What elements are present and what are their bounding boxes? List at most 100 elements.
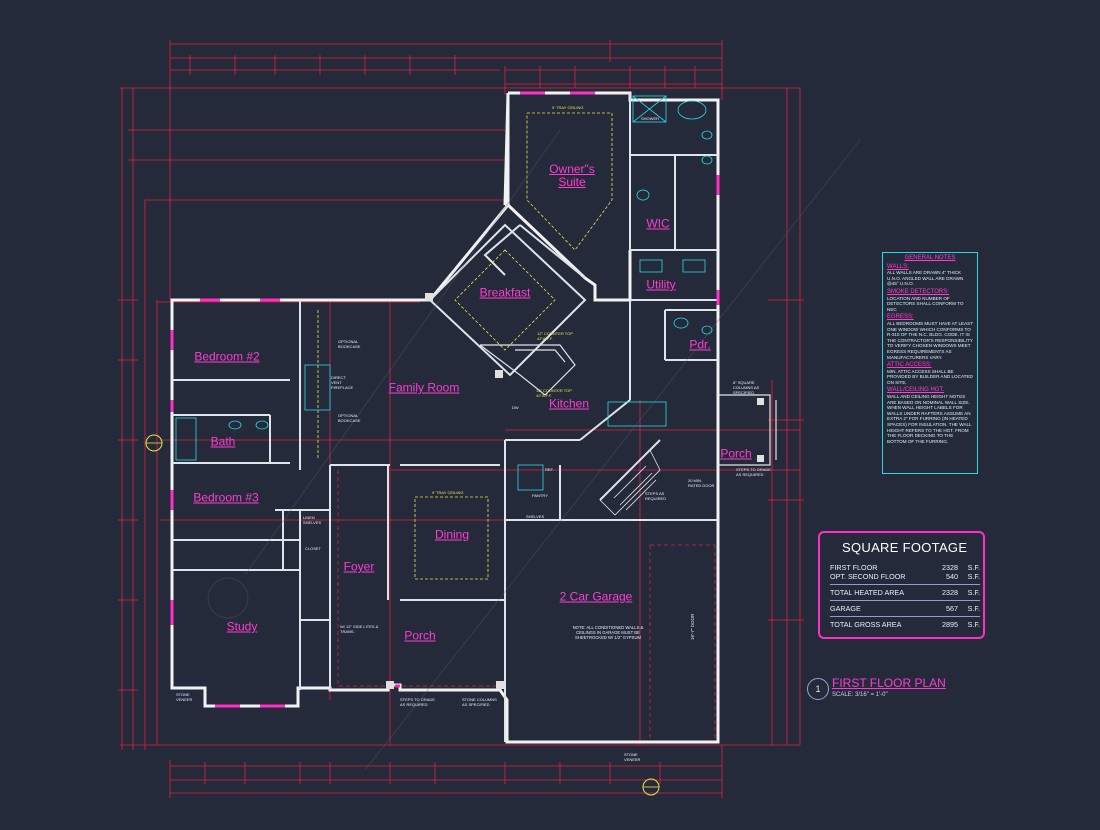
sqft-row-second-floor: OPT. SECOND FLOOR 540 S.F. <box>830 572 980 581</box>
room-label-family-room: Family Room <box>388 380 460 395</box>
annotation-optional-bookcase-1: OPTIONAL BOOKCASE <box>338 339 361 349</box>
annotation-steps-grade-right: STEPS TO GRADE AS REQUIRED <box>736 467 771 477</box>
notes-heading: ATTIC ACCESS: <box>887 362 932 369</box>
right-porch <box>718 394 777 466</box>
sqft-row-total-heated: TOTAL HEATED AREA 2328 S.F. <box>830 588 980 597</box>
porch-columns <box>386 293 764 689</box>
stairs <box>599 449 661 516</box>
sqft-divider <box>830 584 980 585</box>
room-label-bedroom-3: Bedroom #3 <box>193 490 259 505</box>
sqft-row-first-floor: FIRST FLOOR 2328 S.F. <box>830 563 980 572</box>
room-label-wic: WIC <box>646 216 670 231</box>
square-footage-title: SQUARE FOOTAGE <box>842 540 968 555</box>
sqft-unit: S.F. <box>967 563 980 572</box>
annotation-shelves: SHELVES <box>526 514 545 519</box>
sqft-unit: S.F. <box>967 588 980 597</box>
annotation-linen: LINEN SHELVES <box>303 515 322 525</box>
notes-heading: EGRESS: <box>887 314 914 321</box>
room-label-breakfast: Breakfast <box>479 285 531 300</box>
annotation-stone-veneer-garage: STONE VENEER <box>624 752 641 762</box>
notes-section-wall-ceiling: WALL/CEILING HGT. WALL AND CEILING HEIGH… <box>887 388 973 444</box>
sqft-value: 567 <box>946 604 958 613</box>
sqft-value: 540 <box>946 572 958 581</box>
sqft-row-garage: GARAGE 567 S.F. <box>830 604 980 613</box>
general-notes-panel: GENERAL NOTES WALLS: ALL WALLS ARE DRAWN… <box>882 252 978 474</box>
sqft-row-total-gross: TOTAL GROSS AREA 2895 S.F. <box>830 620 980 629</box>
notes-text: WALL AND CEILING HEIGHT NOTES ARE BASED … <box>887 394 972 444</box>
notes-text: ALL BEDROOMS MUST HAVE AT LEAST ONE WIND… <box>887 320 973 360</box>
sqft-label: OPT. SECOND FLOOR <box>830 572 906 581</box>
annotation-garage-note: NOTE: ALL CONDITIONED WALLS & CEILINGS I… <box>572 625 644 640</box>
exterior-walls <box>170 91 720 744</box>
room-label-porch-front: Porch <box>404 628 436 643</box>
section-marker-icon <box>145 434 163 452</box>
annotation-tray-ceiling-dining: 9' TRAY CEILING <box>432 490 464 495</box>
tray-ceilings <box>317 112 613 580</box>
room-label-kitchen: Kitchen <box>548 396 590 411</box>
annotation-fireplace: DIRECT VENT FIREPLACE <box>331 375 354 390</box>
dimension-lines <box>118 40 804 798</box>
square-footage-table: FIRST FLOOR 2328 S.F. OPT. SECOND FLOOR … <box>830 563 980 629</box>
square-footage-panel: SQUARE FOOTAGE FIRST FLOOR 2328 S.F. OPT… <box>818 531 985 639</box>
annotation-optional-bookcase-2: OPTIONAL BOOKCASE <box>338 413 361 423</box>
sqft-divider <box>830 616 980 617</box>
room-label-bath: Bath <box>210 434 236 449</box>
annotation-garage-door: 16'-7" DOOR <box>690 613 695 640</box>
annotation-steps-garage: STEPS AS REQUIRED <box>645 491 667 501</box>
notes-heading: SMOKE DETECTORS: <box>887 288 949 295</box>
room-label-utility: Utility <box>646 277 676 292</box>
sqft-unit: S.F. <box>967 620 980 629</box>
annotation-stone-veneer-left: STONE VENEER <box>176 692 193 702</box>
sqft-divider <box>830 600 980 601</box>
plan-scale: SCALE: 3/16" = 1'-0" <box>832 692 888 698</box>
annotation-ref: REF. <box>545 467 554 472</box>
notes-text: LOCATION AND NUMBER OF DETECTORS SHALL C… <box>887 295 964 312</box>
room-label-porch-right: Porch <box>720 446 752 461</box>
sqft-value: 2895 <box>942 620 958 629</box>
sqft-unit: S.F. <box>967 604 980 613</box>
plan-number-badge: 1 <box>807 678 829 700</box>
annotation-counter-top-2: 12" COUNTER TOP 42"A.F.F. <box>536 388 572 398</box>
annotation-rated-door: 20 MIN. RATED DOOR <box>688 478 715 488</box>
room-label-study: Study <box>226 619 258 634</box>
annotation-stone-columns: STONE COLUMNS AS SPECIFIED <box>462 697 497 707</box>
annotation-closet: CLOSET <box>305 546 322 551</box>
annotation-tub: TUB <box>705 97 713 102</box>
room-label-bedroom-2: Bedroom #2 <box>194 349 260 364</box>
notes-heading: WALL/CEILING HGT. <box>887 387 945 394</box>
annotation-tray-ceiling-suite: 9' TRAY CEILING <box>552 105 584 110</box>
notes-section-walls: WALLS: ALL WALLS ARE DRAWN 4" THICK U.N.… <box>887 263 973 287</box>
annotation-counter-top-1: 12" COUNTER TOP 42"A.F.F. <box>537 331 573 341</box>
annotation-shower: SHOWER <box>641 116 659 121</box>
sqft-label: TOTAL HEATED AREA <box>830 588 905 597</box>
notes-heading: WALLS: <box>887 263 909 270</box>
room-label-dining: Dining <box>434 527 470 542</box>
plan-title: FIRST FLOOR PLAN <box>832 676 946 690</box>
sqft-unit: S.F. <box>967 572 980 581</box>
sqft-value: 2328 <box>942 588 958 597</box>
notes-text: MIN. ATTIC ACCESS SHALL BE PROVIDED BY B… <box>887 368 973 385</box>
sqft-label: FIRST FLOOR <box>830 563 878 572</box>
annotation-dw: DW <box>512 405 519 410</box>
room-label-garage: 2 Car Garage <box>559 589 633 604</box>
annotation-pantry: PANTRY <box>532 493 548 498</box>
sqft-label: GARAGE <box>830 604 861 613</box>
room-label-owners-suite: Owner"s Suite <box>549 162 595 189</box>
notes-section-attic: ATTIC ACCESS: MIN. ATTIC ACCESS SHALL BE… <box>887 362 973 385</box>
notes-section-smoke: SMOKE DETECTORS: LOCATION AND NUMBER OF … <box>887 288 973 312</box>
interior-walls <box>172 93 718 742</box>
notes-section-egress: EGRESS: ALL BEDROOMS MUST HAVE AT LEAST … <box>887 315 973 360</box>
room-label-foyer: Foyer <box>343 559 375 574</box>
window-marks <box>170 91 720 708</box>
notes-text: ALL WALLS ARE DRAWN 4" THICK U.N.O. ANGL… <box>887 270 964 287</box>
watermark <box>207 129 861 771</box>
annotation-square-columns: 8" SQUARE COLUMNS AS SPECIFIED <box>733 380 760 395</box>
annotation-side-lites: W/ 12" SIDE LITES & TRANS. <box>340 624 379 634</box>
general-notes-title: GENERAL NOTES <box>904 255 956 261</box>
fixtures <box>175 95 713 491</box>
annotation-steps-grade-front: STEPS TO GRADE AS REQUIRED <box>400 697 435 707</box>
overhang-lines <box>337 470 716 740</box>
section-marker-bottom-icon <box>642 778 660 796</box>
